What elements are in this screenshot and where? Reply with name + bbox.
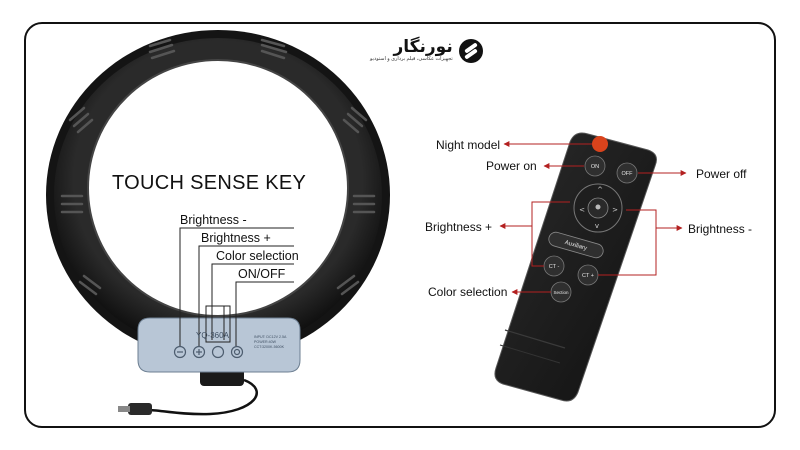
- brand-logo: نورنگار تجهیزات عکاسی، فیلم برداری و است…: [370, 38, 483, 63]
- panel-printing: YQ-360A INPUT: DC12V 2.5A POWER:40W CCT:…: [196, 331, 287, 349]
- ring-label-on-off: ON/OFF: [238, 267, 286, 281]
- touch-keys: [173, 345, 244, 359]
- remote-label-night-model: Night model: [436, 138, 501, 152]
- remote-label-power-on: Power on: [486, 159, 537, 173]
- ring-vents: [60, 38, 376, 296]
- off-button: [616, 162, 638, 184]
- remote-label-brightness-plus: Brightness +: [425, 220, 493, 234]
- brand-mark-icon: [458, 38, 483, 63]
- section-button-label: Section: [553, 290, 569, 295]
- arrow-right-icon: >: [612, 206, 618, 214]
- ring-label-color-selection: Color selection: [216, 249, 299, 263]
- night-button: [592, 136, 608, 152]
- auxiliary-button: [548, 231, 604, 259]
- touch-sense-title: TOUCH SENSE KEY: [112, 172, 307, 194]
- remote-label-power-off: Power off: [696, 167, 747, 181]
- power-key-icon: [230, 345, 244, 359]
- panel-spec-1: INPUT: DC12V 2.5A: [254, 335, 287, 339]
- ct-plus-button-label: CT +: [582, 273, 594, 279]
- arrow-left-icon: <: [579, 206, 585, 214]
- ring-callouts: [179, 227, 294, 346]
- brightness-minus-key-icon: [173, 345, 187, 359]
- remote-callouts: [499, 141, 687, 295]
- ring-light: [46, 30, 390, 416]
- panel-spec-2: POWER:40W: [254, 340, 277, 344]
- on-button-label: ON: [591, 164, 599, 170]
- on-button: [584, 155, 606, 177]
- arrow-down-icon: v: [595, 222, 599, 230]
- d-pad-arrows: ^ < > v: [579, 186, 618, 230]
- panel-model: YQ-360A: [196, 331, 230, 340]
- remote-control: [494, 132, 657, 402]
- off-button-label: OFF: [622, 171, 634, 177]
- ring-label-brightness-plus: Brightness +: [201, 231, 271, 245]
- brand-name: نورنگار: [393, 37, 453, 56]
- ring-label-brightness-minus: Brightness -: [180, 213, 247, 227]
- brand-tagline: تجهیزات عکاسی، فیلم برداری و استودیو: [370, 56, 453, 62]
- panel-spec-3: CCT:3200K-5600K: [254, 345, 285, 349]
- color-selection-key-icon: [211, 345, 225, 359]
- remote-label-brightness-minus: Brightness -: [688, 222, 753, 236]
- remote-label-color-selection: Color selection: [428, 285, 508, 299]
- arrow-up-icon: ^: [597, 186, 603, 194]
- ct-minus-button-label: CT -: [549, 264, 560, 270]
- brightness-plus-key-icon: [192, 345, 206, 359]
